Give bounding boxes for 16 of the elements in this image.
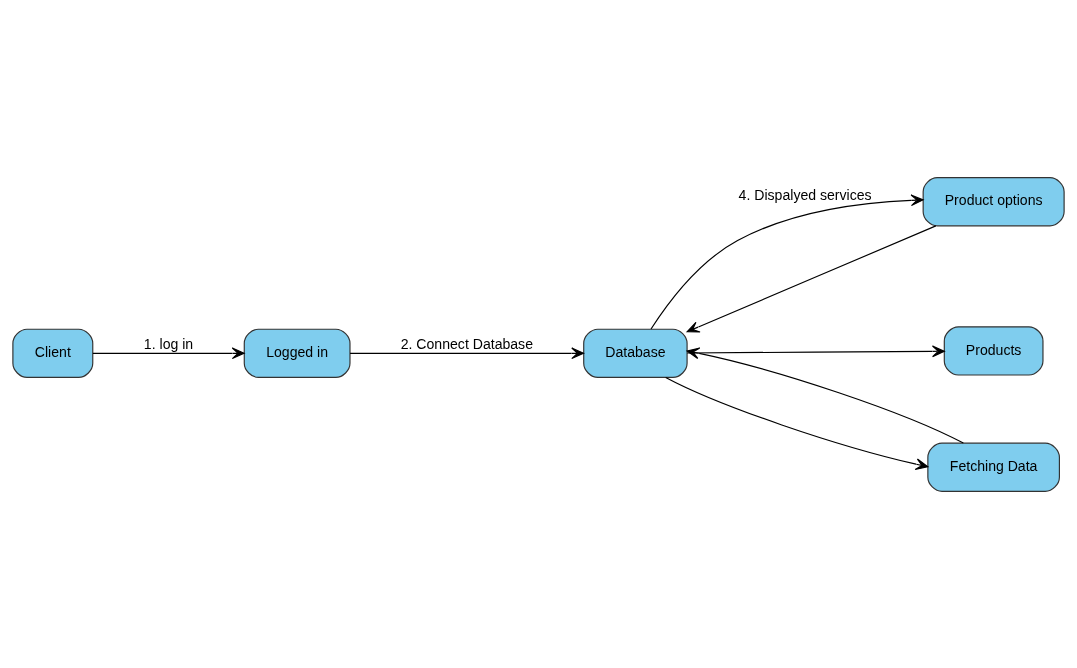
edge-label: 4. Dispalyed services — [738, 186, 872, 203]
arrow — [665, 376, 929, 470]
node-box: Product options — [922, 176, 1065, 226]
arrow — [686, 344, 945, 357]
arrow — [650, 193, 924, 330]
arrow — [686, 224, 937, 333]
node-box: Products — [943, 325, 1044, 376]
node-box: Fetching Data — [927, 442, 1060, 492]
node-box: Client — [12, 328, 94, 378]
arrow — [686, 346, 964, 444]
edge-label: 2. Connect Database — [400, 335, 533, 352]
node-box: Database — [583, 328, 688, 378]
arrow — [92, 346, 245, 359]
node-box: Logged in — [243, 328, 351, 378]
arrow — [349, 346, 585, 359]
edge-label: 1. log in — [143, 335, 194, 352]
